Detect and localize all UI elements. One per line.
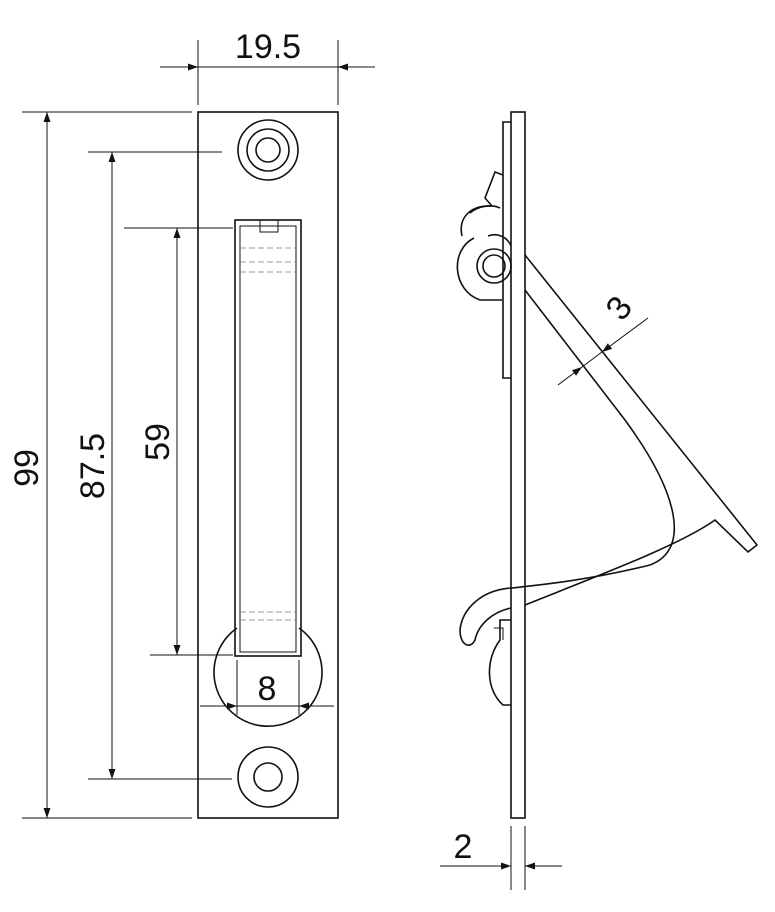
- bottom-catch: [488, 619, 511, 706]
- dim-text-plate-width: 19.5: [235, 28, 301, 66]
- dimension-overall-height: 99: [8, 111, 192, 819]
- side-plate: [510, 111, 526, 819]
- bottom-screw-hole: [237, 746, 299, 808]
- upper-bracket: [460, 121, 511, 379]
- dimension-hole-spacing: 87.5: [74, 151, 232, 780]
- handle-recess: [234, 219, 302, 657]
- dim-text-plate-thickness: 2: [454, 828, 473, 866]
- bottom-hook: [459, 587, 513, 646]
- lever-arm: [511, 254, 759, 606]
- side-view: 3 2: [440, 111, 759, 890]
- dim-text-lever-thickness: 3: [599, 289, 641, 327]
- dim-text-overall-height: 99: [8, 449, 46, 487]
- dim-text-hole-spacing: 87.5: [74, 433, 112, 499]
- dim-text-handle-width: 8: [258, 670, 277, 708]
- top-screw-hole: [237, 119, 299, 181]
- dim-text-handle-length: 59: [139, 423, 177, 461]
- front-view: 19.5 99 87.5 59: [8, 28, 375, 819]
- dimension-plate-width: 19.5: [160, 28, 375, 105]
- dimension-handle-length: 59: [124, 227, 233, 656]
- dimension-plate-thickness: 2: [440, 826, 562, 890]
- hinge-pin: [456, 233, 512, 301]
- dimension-lever-thickness: 3: [557, 289, 649, 386]
- dimension-handle-width: 8: [200, 660, 334, 715]
- front-plate: [197, 111, 339, 819]
- finger-recess-circle: [213, 627, 323, 727]
